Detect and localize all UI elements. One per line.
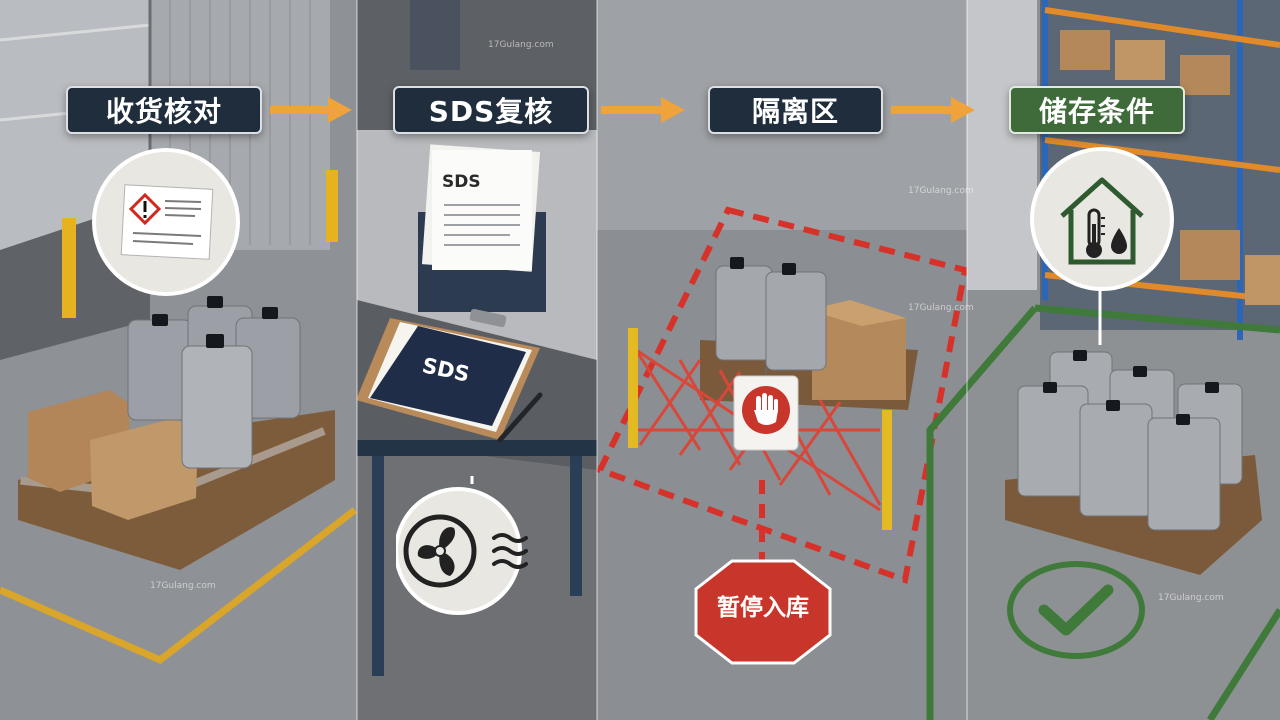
receiving-pallet (18, 390, 335, 570)
checkmark-icon (1007, 561, 1145, 659)
flow-arrow-icon (601, 97, 685, 123)
flow-arrow-icon (891, 97, 975, 123)
step-quarantine-label: 隔离区 (708, 86, 883, 134)
watermark-text: 17Gulang.com (488, 40, 554, 50)
watermark-text: 17Gulang.com (1158, 593, 1224, 603)
stop-hand-icon (733, 366, 799, 451)
step-sds-review-label: SDS复核 (393, 86, 589, 134)
storage-panel (926, 0, 1280, 720)
watermark-text: 17Gulang.com (908, 303, 974, 313)
house-thermometer-drop-icon (1030, 147, 1174, 291)
receiving-jugs (127, 305, 301, 469)
stop-sign-text: 暂停入库 (717, 595, 809, 621)
flow-arrow-icon (270, 97, 352, 123)
fan-ventilation-icon (396, 476, 528, 615)
stop-sign-octagon (694, 559, 832, 665)
watermark-text: 17Gulang.com (150, 581, 216, 591)
sds-folder-document-title: SDS (442, 172, 481, 192)
step-storage-conditions-label: 储存条件 (1009, 86, 1185, 134)
step-receiving-check-label: 收货核对 (66, 86, 262, 134)
quarantine-jugs (715, 265, 827, 371)
warning-label-icon (92, 148, 240, 296)
watermark-text: 17Gulang.com (908, 186, 974, 196)
storage-jugs (1017, 351, 1243, 531)
